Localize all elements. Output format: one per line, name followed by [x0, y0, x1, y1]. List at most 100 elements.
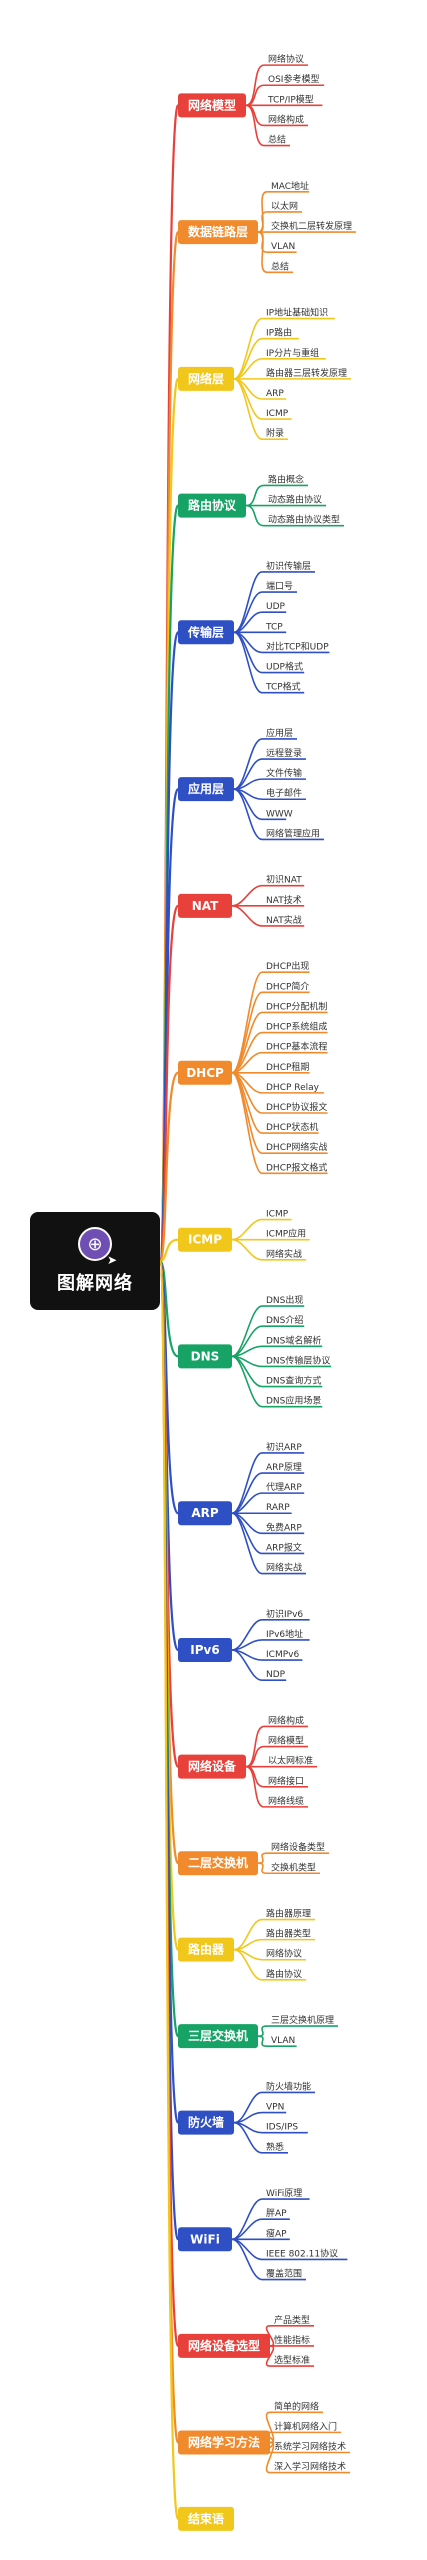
branch-node-10[interactable]: ARP [178, 1501, 232, 1526]
branch-node-14[interactable]: 路由器 [178, 1937, 234, 1962]
branch-node-18[interactable]: 网络设备选型 [178, 2333, 270, 2358]
child-node-9-1[interactable]: DNS介绍 [262, 1314, 305, 1327]
child-node-10-2[interactable]: 代理ARP [262, 1482, 305, 1494]
child-node-14-2[interactable]: 网络协议 [262, 1948, 306, 1961]
child-node-0-4[interactable]: 总结 [264, 134, 290, 147]
child-node-17-0[interactable]: WiFi原理 [262, 2188, 310, 2200]
child-node-7-0[interactable]: DHCP出现 [262, 960, 310, 974]
child-node-13-0[interactable]: 网络设备类型 [267, 1841, 329, 1854]
child-node-16-0[interactable]: 防火墙功能 [262, 2080, 315, 2094]
child-node-17-1[interactable]: 胖AP [262, 2208, 290, 2220]
child-node-14-3[interactable]: 路由协议 [262, 1968, 306, 1981]
child-node-11-1[interactable]: IPv6地址 [262, 1628, 310, 1641]
child-node-6-0[interactable]: 初识NAT [262, 874, 305, 887]
child-node-2-3[interactable]: 路由器三层转发原理 [262, 367, 351, 380]
child-node-5-3[interactable]: 电子邮件 [262, 787, 306, 801]
child-node-14-1[interactable]: 路由器类型 [262, 1928, 315, 1941]
child-node-17-4[interactable]: 覆盖范围 [262, 2268, 306, 2281]
branch-node-9[interactable]: DNS [178, 1344, 232, 1369]
child-node-9-2[interactable]: DNS域名解析 [262, 1334, 323, 1348]
child-node-0-0[interactable]: 网络协议 [264, 53, 308, 66]
child-node-7-1[interactable]: DHCP简介 [262, 980, 310, 994]
branch-node-19[interactable]: 网络学习方法 [178, 2430, 270, 2455]
child-node-11-0[interactable]: 初识IPv6 [262, 1608, 310, 1621]
child-node-10-4[interactable]: 免费ARP [262, 1521, 305, 1535]
child-node-17-3[interactable]: IEEE 802.11协议 [262, 2247, 348, 2261]
branch-node-11[interactable]: IPv6 [178, 1638, 232, 1663]
child-node-19-1[interactable]: 计算机网络入门 [270, 2420, 341, 2434]
child-node-2-2[interactable]: IP分片与重组 [262, 347, 326, 360]
child-node-8-2[interactable]: 网络实战 [262, 1248, 306, 1261]
child-node-19-3[interactable]: 深入学习网络技术 [270, 2461, 350, 2474]
child-node-9-4[interactable]: DNS查询方式 [262, 1375, 323, 1388]
child-node-5-2[interactable]: 文件传输 [262, 767, 306, 780]
branch-node-13[interactable]: 二层交换机 [178, 1851, 258, 1876]
branch-node-1[interactable]: 数据链路层 [178, 220, 258, 245]
child-node-9-3[interactable]: DNS传输层协议 [262, 1354, 332, 1368]
child-node-4-1[interactable]: 端口号 [262, 580, 297, 593]
child-node-4-5[interactable]: UDP格式 [262, 661, 305, 674]
branch-node-12[interactable]: 网络设备 [178, 1754, 246, 1779]
branch-node-0[interactable]: 网络模型 [178, 93, 246, 118]
child-node-10-6[interactable]: 网络实战 [262, 1562, 306, 1575]
branch-node-4[interactable]: 传输层 [178, 620, 234, 645]
child-node-19-2[interactable]: 系统学习网络技术 [270, 2440, 350, 2454]
child-node-12-0[interactable]: 网络构成 [264, 1714, 308, 1728]
child-node-8-1[interactable]: ICMP应用 [262, 1228, 310, 1241]
child-node-0-1[interactable]: OSI参考模型 [264, 73, 325, 87]
child-node-11-3[interactable]: NDP [262, 1670, 287, 1681]
child-node-5-5[interactable]: 网络管理应用 [262, 827, 324, 841]
child-node-10-0[interactable]: 初识ARP [262, 1441, 305, 1454]
child-node-19-0[interactable]: 简单的网络 [270, 2400, 323, 2414]
branch-node-6[interactable]: NAT [178, 893, 232, 918]
child-node-16-2[interactable]: IDS/IPS [262, 2123, 308, 2134]
branch-node-17[interactable]: WiFi [178, 2227, 232, 2252]
child-node-6-1[interactable]: NAT技术 [262, 894, 305, 907]
root-node[interactable]: ⊕➤ 图解网络 [30, 1212, 160, 1310]
child-node-7-9[interactable]: DHCP网络实战 [262, 1141, 328, 1155]
child-node-6-2[interactable]: NAT实战 [262, 914, 305, 927]
child-node-10-1[interactable]: ARP原理 [262, 1462, 305, 1474]
child-node-7-6[interactable]: DHCP Relay [262, 1083, 324, 1094]
child-node-12-2[interactable]: 以太网标准 [264, 1755, 317, 1768]
child-node-17-2[interactable]: 瘦AP [262, 2227, 290, 2241]
child-node-1-0[interactable]: MAC地址 [267, 180, 310, 193]
child-node-8-0[interactable]: ICMP [262, 1210, 292, 1221]
child-node-4-0[interactable]: 初识传输层 [262, 560, 315, 573]
child-node-0-3[interactable]: 网络构成 [264, 113, 308, 127]
child-node-7-7[interactable]: DHCP协议报文 [262, 1101, 328, 1114]
child-node-9-5[interactable]: DNS应用场景 [262, 1395, 323, 1408]
child-node-10-3[interactable]: RARP [262, 1503, 292, 1515]
child-node-12-1[interactable]: 网络模型 [264, 1735, 308, 1748]
child-node-2-5[interactable]: ICMP [262, 409, 292, 420]
branch-node-7[interactable]: DHCP [178, 1060, 232, 1085]
branch-node-8[interactable]: ICMP [178, 1227, 232, 1252]
child-node-1-3[interactable]: VLAN [267, 242, 297, 253]
child-node-10-5[interactable]: ARP报文 [262, 1541, 305, 1555]
branch-node-3[interactable]: 路由协议 [178, 493, 246, 518]
child-node-11-2[interactable]: ICMPv6 [262, 1650, 303, 1661]
child-node-2-0[interactable]: IP地址基础知识 [262, 307, 335, 320]
child-node-1-1[interactable]: 以太网 [267, 200, 302, 213]
branch-node-2[interactable]: 网络层 [178, 366, 234, 391]
child-node-3-0[interactable]: 路由概念 [264, 473, 308, 487]
child-node-9-0[interactable]: DNS出现 [262, 1294, 305, 1307]
child-node-12-4[interactable]: 网络线缆 [264, 1795, 308, 1808]
child-node-0-2[interactable]: TCP/IP模型 [264, 94, 323, 107]
child-node-1-4[interactable]: 总结 [267, 260, 293, 274]
child-node-18-2[interactable]: 选型标准 [270, 2354, 314, 2367]
child-node-1-2[interactable]: 交换机二层转发原理 [267, 220, 356, 233]
child-node-4-3[interactable]: TCP [262, 622, 287, 634]
child-node-13-1[interactable]: 交换机类型 [267, 1861, 320, 1875]
child-node-15-0[interactable]: 三层交换机原理 [267, 2014, 338, 2027]
child-node-7-8[interactable]: DHCP状态机 [262, 1121, 319, 1134]
branch-node-16[interactable]: 防火墙 [178, 2110, 234, 2135]
child-node-3-1[interactable]: 动态路由协议 [264, 494, 326, 507]
child-node-12-3[interactable]: 网络接口 [264, 1775, 308, 1788]
child-node-5-1[interactable]: 远程登录 [262, 748, 306, 760]
child-node-15-1[interactable]: VLAN [267, 2036, 297, 2048]
child-node-4-6[interactable]: TCP格式 [262, 681, 305, 694]
child-node-14-0[interactable]: 路由器原理 [262, 1908, 315, 1921]
branch-node-20[interactable]: 结束语 [178, 2506, 234, 2531]
child-node-7-3[interactable]: DHCP系统组成 [262, 1021, 328, 1034]
